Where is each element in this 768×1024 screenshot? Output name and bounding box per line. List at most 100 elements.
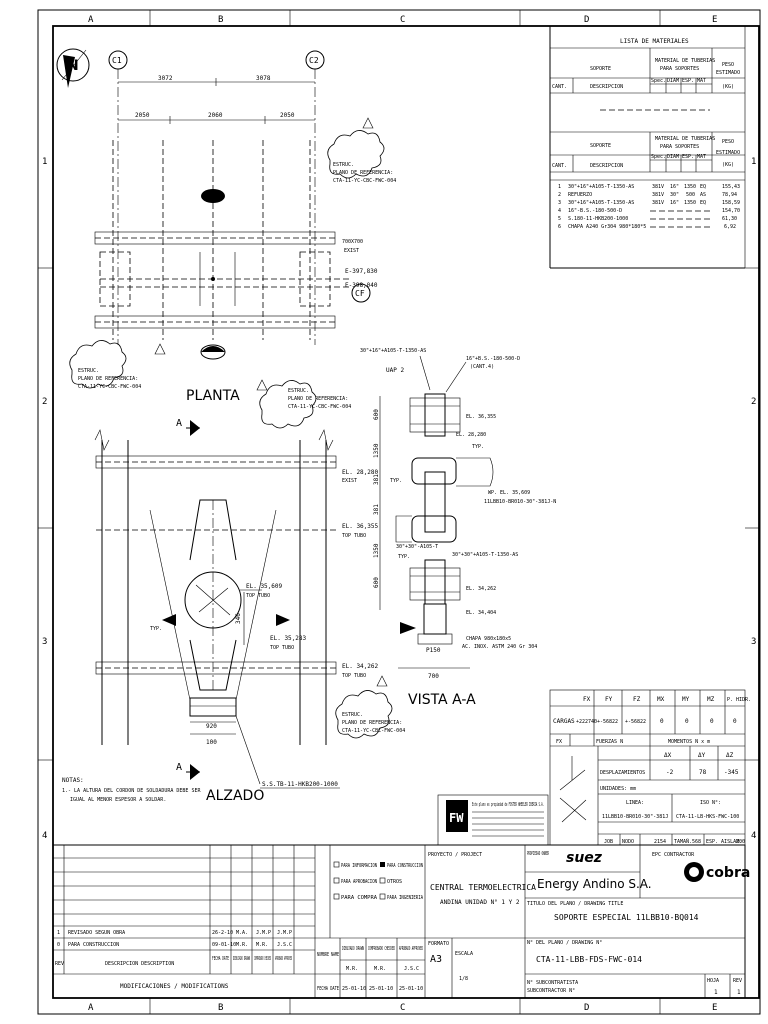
materials-list: LISTA DE MATERIALES SOPORTE MATERIAL DE … [549, 26, 746, 269]
titulo-label: TITULO DEL PLANO / DRAWING TITLE [527, 901, 623, 907]
item-2-mat: AS [700, 192, 706, 198]
h-peso-2b: ESTIMADO [716, 150, 740, 156]
subcon-label2: SUBCONTRACTOR N° [527, 988, 575, 994]
dib-date: 25-01-10 [342, 986, 366, 992]
rev-label: REV [733, 978, 742, 984]
h-mat-1: MAT [697, 78, 706, 84]
job-label: JOB [604, 839, 613, 845]
va-label-4: 30"+30"+A105-T-1350-AS [452, 552, 518, 558]
row-4-right: 4 [751, 831, 756, 841]
item-3-diam: 16" [670, 200, 679, 206]
col-d-top: D [584, 15, 589, 25]
dim-381a: 381 [373, 474, 380, 485]
estruc-3-code: CTA-11-YC-CBC-FWC-004 [288, 404, 351, 410]
va-el-3: EL. 34,262 [466, 586, 496, 592]
item-3-spec: 381V [652, 200, 664, 206]
nodo-label: NODO [622, 839, 634, 845]
h-esp-2: ESP. [682, 154, 694, 160]
item-3-peso: 158,59 [722, 200, 740, 206]
dib-name: M.R. [346, 966, 358, 972]
dim-600a: 600 [373, 409, 380, 420]
check-compra: PARA COMPRA [341, 895, 377, 901]
h-soporte-1: SOPORTE [590, 66, 611, 72]
col-comp-h: COMPROBADO CHECKED [368, 946, 395, 952]
item-3-esp: 1350 [684, 200, 696, 206]
col-a-top: A [88, 15, 94, 25]
owner-name: Energy Andino S.A. [537, 877, 652, 891]
elevation-view: ESTRUC. PLANO DE REFERENCIA: CTA-11-YC-C… [62, 379, 405, 804]
el-35283: EL. 35,283 [270, 635, 307, 642]
dim-3078: 3078 [256, 75, 271, 82]
dim-2050b: 2050 [280, 112, 295, 119]
item-1-desc: 30"+16"+A105-T-1350-AS [568, 184, 634, 190]
plano-label: N° DEL PLANO / DRAWING N° [527, 940, 602, 946]
dim-346: 346 [235, 613, 242, 624]
load-v-mz: 0 [710, 718, 714, 725]
estruc-2-title: ESTRUC. [78, 368, 99, 374]
rev-h: REV [55, 961, 64, 967]
typ-1: TYP. [150, 626, 162, 632]
load-row2-b: FUERZAS N [596, 739, 623, 745]
disp-v-z: -345 [724, 769, 739, 776]
dim-700b: 700 [428, 673, 439, 680]
el-36355: EL. 36,355 [342, 523, 379, 530]
nodo-value: 2154 [654, 839, 666, 845]
planta-title: PLANTA [186, 388, 240, 404]
exist-2: EXIST [342, 478, 357, 484]
va-typ-1: TYP. [472, 444, 484, 450]
el-28280: EL. 28,280 [342, 469, 379, 476]
materials-title: LISTA DE MATERIALES [620, 38, 689, 45]
outer-frame [37, 9, 761, 1015]
beam-label: S.S.TB-11-HKB200-1000 [262, 781, 338, 788]
top-tubo-4: TOP TUBO [342, 673, 366, 679]
rev-1-desc: REVISADO SEGUN OBRA [68, 930, 125, 936]
h-material-2a: MATERIAL DE TUBERIAS [655, 136, 715, 142]
dim-2060: 2060 [208, 112, 223, 119]
comp-h: COMPROBADO CHECKED [254, 956, 271, 962]
comp-date: 25-01-10 [369, 986, 393, 992]
check-aprob: PARA APROBACION [341, 879, 377, 885]
axis-c2-label: C2 [309, 56, 319, 65]
va-el-1: EL. 36,355 [466, 414, 496, 420]
iso-value: CTA-11-LB-HKS-FWC-100 [676, 814, 739, 820]
check-otros: OTROS [387, 879, 402, 885]
load-h-fx: FX [583, 696, 591, 703]
item-3-n: 3 [558, 200, 561, 206]
rev-value: 1 [737, 989, 741, 996]
load-h-mx: MX [657, 696, 665, 703]
estruc-4-ref: PLANO DE REFERENCIA: [342, 720, 402, 726]
dim-600b: 600 [373, 577, 380, 588]
fw-logo-icon [446, 800, 468, 832]
col-a-bottom: A [88, 1003, 94, 1013]
item-4-n: 4 [558, 208, 561, 214]
north-arrow-icon [56, 48, 90, 82]
axes-icon [559, 756, 587, 823]
load-h-phidr: P. HIDR. [727, 697, 751, 703]
item-1-n: 1 [558, 184, 561, 190]
esp-label: ESP. AISLAM. [706, 839, 742, 845]
section-a-top: A [176, 418, 182, 429]
rev-0-fecha: 09-01-10 [212, 942, 236, 948]
proyecto-label: PROYECTO / PROJECT [428, 852, 482, 858]
h-cant-2: CANT. [552, 163, 567, 169]
estruc-4-title: ESTRUC. [342, 712, 363, 718]
iso-label: ISO N°: [700, 800, 721, 806]
note-1a: 1.- LA ALTURA DEL CORDON DE SOLDADURA DE… [62, 788, 201, 794]
axis-c1-label: C1 [112, 56, 122, 65]
apr-date: 25-01-10 [399, 986, 423, 992]
h-material-1b: PARA SOPORTES [660, 66, 699, 72]
va-wp: WP. EL. 35,609 [488, 490, 530, 496]
va-label-3: 30"+30"-A105-T [396, 544, 438, 550]
h-peso-1a: PESO [722, 62, 734, 68]
estruc-3-ref: PLANO DE REFERENCIA: [288, 396, 348, 402]
va-el-2: EL. 28,280 [456, 432, 486, 438]
h-peso-1c: (KG) [722, 84, 734, 90]
load-h-my: MY [682, 696, 690, 703]
item-2-diam: 30" [670, 192, 679, 198]
disp-h-x: ΔX [664, 752, 672, 759]
linea-label: LINEA: [626, 800, 644, 806]
row-1-right: 1 [751, 157, 756, 167]
nombre-label: NOMBRE NAME [317, 952, 339, 958]
load-row-label: CARGAS [553, 718, 575, 725]
